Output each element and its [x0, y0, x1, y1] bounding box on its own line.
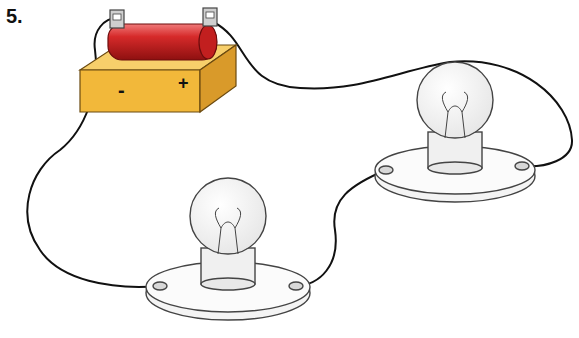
battery	[80, 8, 236, 112]
wires	[27, 18, 572, 287]
polarity-sign: -	[118, 80, 125, 100]
callout-number: 5.	[6, 6, 23, 26]
light-bulb	[375, 62, 535, 202]
polarity-sign: +	[178, 74, 189, 92]
light-bulb	[146, 178, 310, 320]
